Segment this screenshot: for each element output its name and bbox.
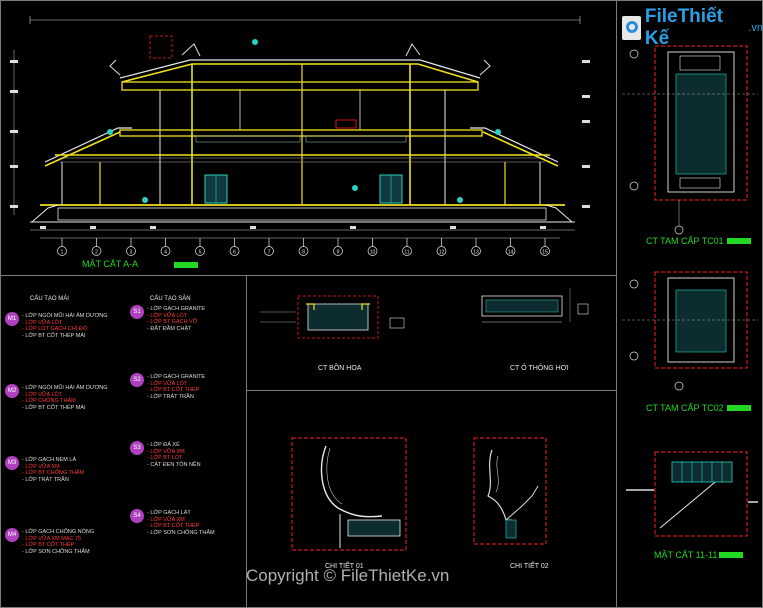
chi-tiet-01-drawing <box>291 437 407 551</box>
thong-hoi-drawing <box>481 288 589 323</box>
note-line: - LỚP VỮA LÓT <box>147 380 188 387</box>
section-aa-title-bar <box>174 262 198 268</box>
grid-axis-label: 7 <box>268 250 271 256</box>
note-text-block: - LỚP GẠCH NEM LÁ- LỚP VỮA XM- LỚP BT CH… <box>22 457 84 483</box>
note-tag-bubble: S1 <box>130 305 144 319</box>
note-line: - LỚP TRÁT TRẦN <box>147 393 194 400</box>
note-line: - LỚP CHỐNG THẤM <box>22 398 76 404</box>
section-1111-title-bar <box>719 552 743 558</box>
grid-axis-label: 11 <box>404 250 409 256</box>
note-line: - LỚP SƠN CHỐNG THẤM <box>147 529 215 536</box>
note-tag-bubble: S4 <box>130 509 144 523</box>
grid-axis-label: 5 <box>199 250 202 256</box>
note-text-block: - LỚP GẠCH LÁT- LỚP VỮA XM- LỚP BT CỐT T… <box>147 510 215 536</box>
note-text-block: - LỚP GẠCH GRANITE- LỚP VỮA LÓT- LỚP BT … <box>147 306 205 332</box>
note-line: - LỚP BT CHỐNG THẤM <box>22 470 85 476</box>
note-line: - LỚP SƠN CHỐNG THẤM <box>22 548 90 555</box>
grid-axis-label: 14 <box>508 250 514 256</box>
bon-hoa-drawing <box>260 295 405 339</box>
note-line: - LỚP BT CỐT THÉP <box>147 523 200 529</box>
note-text-block: - LỚP GẠCH CHỐNG NÓNG- LỚP VỮA XM MÁC 75… <box>22 529 94 555</box>
grid-axis-label: 6 <box>233 250 236 256</box>
note-line: - LỚP GẠCH LÁT <box>147 510 191 516</box>
tc01-title-bar <box>727 238 751 244</box>
note-line: - LỚP VỮA XM <box>147 448 185 455</box>
note-line: - LỚP VỮA XM <box>22 463 60 470</box>
grid-axis-label: 3 <box>130 250 133 256</box>
note-line: - LỚP VỮA XM <box>147 516 185 523</box>
note-line: - LỚP GẠCH NEM LÁ <box>22 457 77 463</box>
note-line: - LỚP ĐÁ XẺ <box>147 442 180 448</box>
note-line: - LỚP BT CỐT THÉP MÁI <box>22 404 86 411</box>
note-tag-bubble: M2 <box>5 384 19 398</box>
note-line: - LỚP GẠCH GRANITE <box>147 374 206 380</box>
note-line: - LỚP VỮA LÓT <box>22 391 63 398</box>
notes-left-heading: CẤU TẠO MÁI <box>30 296 69 302</box>
note-line: - LỚP NGÓI MŨI HÀI ÂM DƯƠNG <box>22 385 108 391</box>
tc01-plan-drawing <box>622 45 758 235</box>
grid-axis-label: 13 <box>473 250 479 256</box>
section-1111-title: MẶT CẮT 11-11 <box>654 550 718 560</box>
logo-icon <box>622 16 641 40</box>
tc02-plan-drawing <box>622 271 758 391</box>
grid-axis-label: 10 <box>370 250 376 256</box>
note-line: - LỚP NGÓI MŨI HÀI ÂM DƯƠNG <box>22 313 108 319</box>
bon-hoa-title: CT BỒN HOA <box>318 365 362 372</box>
grid-axis-label: 9 <box>337 250 340 256</box>
note-line: - LỚP GẠCH GRANITE <box>147 306 206 312</box>
tc01-title: CT TAM CẤP TC01 <box>646 236 724 246</box>
grid-axis-label: 4 <box>164 250 167 256</box>
note-line: - LỚP BT GẠCH VỠ <box>147 319 198 325</box>
note-line: - LỚP VỮA LÓT <box>22 319 63 326</box>
note-line: - LỚP VỮA LÓT <box>147 312 188 319</box>
note-tag-bubble: M3 <box>5 456 19 470</box>
note-line: - LỚP BT CỐT THÉP MÁI <box>22 332 86 339</box>
grid-axis-label: 15 <box>542 250 548 256</box>
note-text-block: - LỚP NGÓI MŨI HÀI ÂM DƯƠNG- LỚP VỮA LÓT… <box>22 385 108 411</box>
section-1111-drawing <box>626 451 758 537</box>
grid-axis-label: 12 <box>439 250 445 256</box>
note-line: - LỚP VỮA XM MÁC 75 <box>22 535 82 542</box>
note-text-block: - LỚP ĐÁ XẺ- LỚP VỮA XM- LỚP BT LÓT- CÁT… <box>147 442 201 468</box>
note-line: - LỚP BT CỐT THÉP <box>147 387 200 393</box>
chi-tiet-02-drawing <box>473 437 547 545</box>
tc02-title-bar <box>727 405 751 411</box>
note-line: - LỚP LÓT GẠCH CHỈ ĐỎ <box>22 326 88 332</box>
grid-axis-label: 2 <box>95 250 98 256</box>
grid-axis-label: 1 <box>61 250 64 256</box>
thong-hoi-title: CT Ô THÔNG HƠI <box>510 365 569 372</box>
note-line: - LỚP BT LÓT <box>147 455 183 461</box>
note-tag-bubble: S2 <box>130 373 144 387</box>
note-text-block: - LỚP GẠCH GRANITE- LỚP VỮA LÓT- LỚP BT … <box>147 374 205 400</box>
copyright-watermark: Copyright © FileThietKe.vn <box>246 566 450 585</box>
note-line: - LỚP GẠCH CHỐNG NÓNG <box>22 529 95 535</box>
note-text-block: - LỚP NGÓI MŨI HÀI ÂM DƯƠNG- LỚP VỮA LÓT… <box>22 313 108 339</box>
logo-suffix: .vn <box>748 22 763 34</box>
note-line: - ĐẤT ĐẦM CHẶT <box>147 325 192 332</box>
note-line: - CÁT ĐEN TÔN NỀN <box>147 461 201 468</box>
filethietke-logo: FileThiết Kế .vn <box>622 6 763 49</box>
tc02-title: CT TAM CẤP TC02 <box>646 403 724 413</box>
chi-tiet-01-title: CHI TIẾT 01 <box>325 563 364 570</box>
note-tag-bubble: M4 <box>5 528 19 542</box>
note-tag-bubble: M1 <box>5 312 19 326</box>
notes-right-heading: CẤU TẠO SÀN <box>150 296 191 302</box>
note-line: - LỚP TRÁT TRẦN <box>22 476 69 483</box>
note-tag-bubble: S3 <box>130 441 144 455</box>
logo-brand: FileThiết Kế <box>644 6 723 49</box>
grid-axis-label: 8 <box>302 250 305 256</box>
chi-tiet-02-title: CHI TIẾT 02 <box>510 563 549 570</box>
note-line: - LỚP BT CỐT THÉP <box>22 542 75 548</box>
section-aa-title: MẶT CẮT A-A <box>82 259 139 269</box>
